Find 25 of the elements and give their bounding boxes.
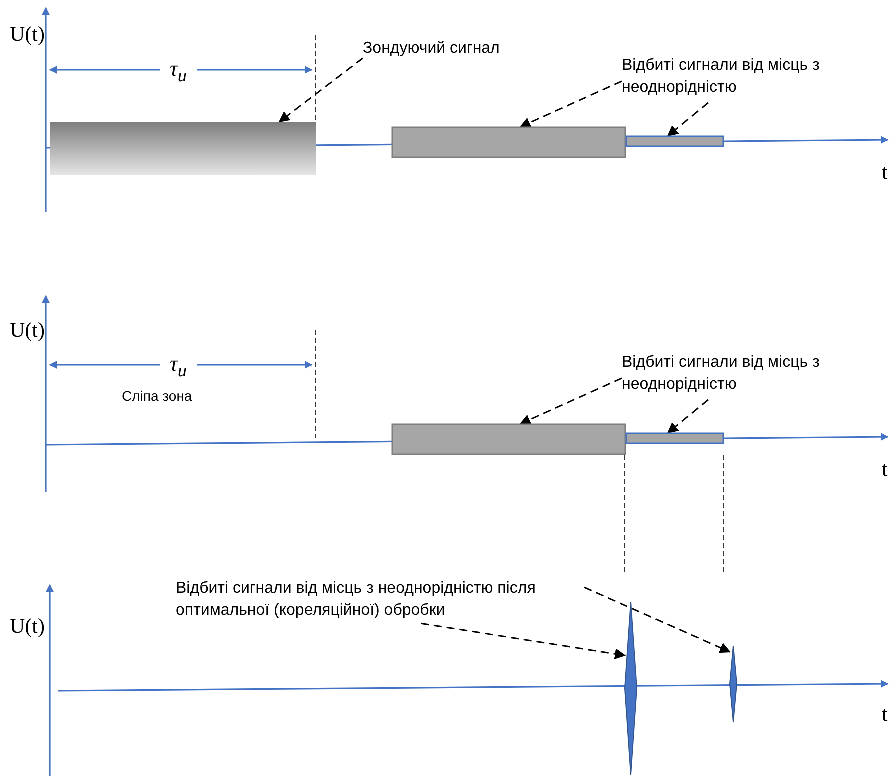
reflected-pulse: [392, 424, 626, 455]
zone-label: Сліпа зона: [122, 388, 192, 404]
reflected-pulse: [392, 127, 626, 158]
callout-text: Зондуючий сигнал: [363, 38, 563, 62]
axis-label: U(t): [10, 614, 45, 639]
leader-arrow: [520, 80, 622, 128]
reflected-pulse: [626, 136, 724, 147]
axis-label: t: [882, 457, 888, 482]
correlation-peak: [730, 646, 737, 722]
callout-text: Відбиті сигнали від місць з неоднорідністю: [622, 352, 862, 400]
leader-arrow: [520, 378, 622, 425]
axis-label: t: [882, 160, 888, 185]
axis-label: U(t): [10, 318, 45, 343]
callout-text: Відбиті сигнали від місць з неоднорідністю: [622, 55, 862, 103]
leader-arrow: [667, 399, 709, 434]
leader-arrow: [584, 586, 731, 654]
callout-text: Відбиті сигнали від місць з неоднорідністю після оптимальної (кореляційної) обробки: [176, 578, 606, 626]
leader-arrow: [420, 622, 626, 660]
leader-arrow: [278, 58, 364, 123]
reflected-pulse: [626, 433, 724, 444]
axis-label: t: [882, 702, 888, 727]
leader-arrow: [667, 102, 709, 137]
probe-pulse: [50, 122, 317, 176]
correlation-peak: [625, 602, 637, 775]
axis-label: U(t): [10, 22, 45, 47]
